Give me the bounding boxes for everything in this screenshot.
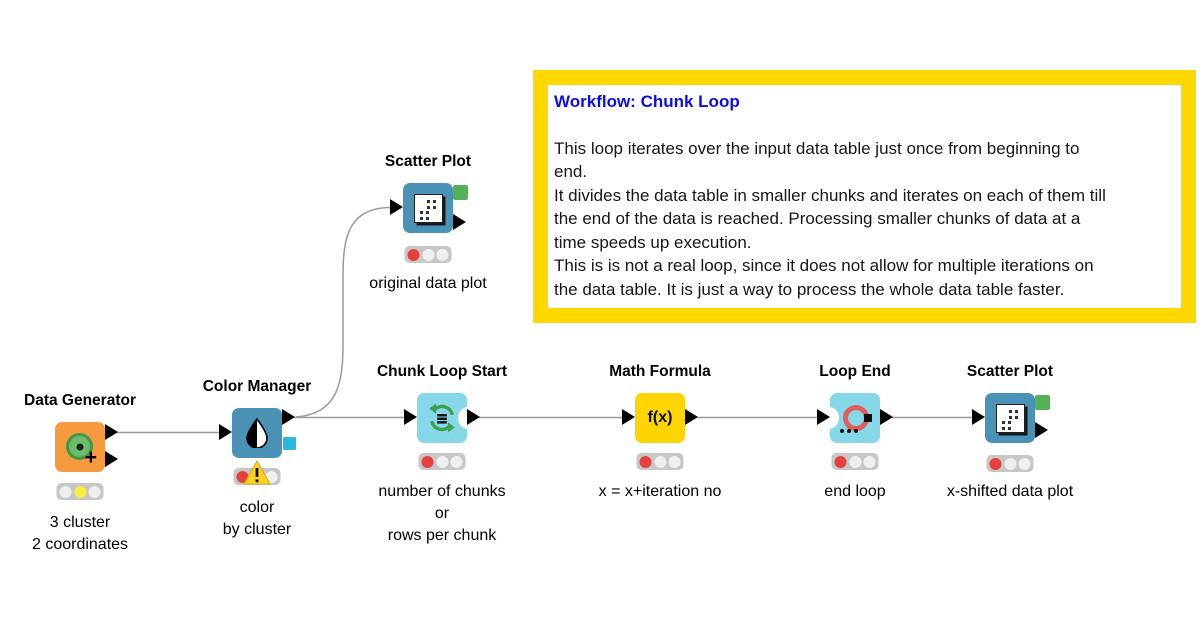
loop-start-icon [429, 403, 455, 433]
scatter-dots [1008, 409, 1012, 413]
node-label: x = x+iteration no [598, 483, 722, 500]
scatter-dots [426, 199, 430, 203]
output-port[interactable] [105, 424, 118, 440]
traffic-light [986, 455, 1034, 472]
node-label: x-shifted data plot [946, 483, 1074, 500]
input-port[interactable] [404, 409, 417, 425]
node-label: original data plot [369, 275, 487, 292]
plus-icon: + [84, 446, 97, 469]
traffic-light [404, 246, 452, 263]
annotation-title: Workflow: Chunk Loop [554, 92, 740, 111]
traffic-green-off [450, 455, 463, 468]
node-label: number of chunks or rows per chunk [378, 483, 506, 544]
traffic-green-off [88, 485, 101, 498]
workflow-annotation: Workflow: Chunk Loop This loop iterates … [533, 70, 1196, 323]
traffic-yellow-off [1004, 457, 1016, 470]
traffic-light [418, 453, 466, 470]
node-chunk-loop-start[interactable]: Chunk Loop Start number of chunks or [377, 363, 507, 544]
input-port[interactable] [390, 199, 403, 215]
node-title: Scatter Plot [966, 363, 1054, 380]
traffic-green-off [265, 470, 278, 483]
traffic-red-off [59, 485, 72, 498]
node-data-generator[interactable]: Data Generator + 3 cluster 2 coordinates [24, 392, 136, 553]
fx-icon: f(x) [647, 409, 673, 426]
node-math-formula[interactable]: Math Formula f(x) x = x+iteration no [599, 363, 722, 500]
traffic-light [831, 453, 879, 470]
output-port[interactable] [467, 409, 480, 425]
node-title: Chunk Loop Start [376, 363, 508, 380]
node-title: Data Generator [24, 392, 136, 409]
node-body[interactable]: + [55, 422, 105, 472]
loop-square-icon [864, 414, 872, 422]
cluster-ring-icon [66, 433, 93, 460]
loop-dots-icon [840, 429, 844, 433]
output-port[interactable] [880, 409, 893, 425]
node-body[interactable] [417, 393, 467, 443]
node-body[interactable]: f(x) [635, 393, 685, 443]
node-body[interactable] [403, 183, 453, 233]
traffic-yellow-off [422, 248, 434, 261]
traffic-light [636, 453, 684, 470]
traffic-green-off [668, 455, 681, 468]
traffic-yellow-off [849, 455, 861, 468]
input-port[interactable] [817, 409, 830, 425]
traffic-red-on [989, 457, 1002, 470]
traffic-yellow-off [436, 455, 448, 468]
traffic-light [56, 483, 104, 500]
node-scatter-plot-right[interactable]: Scatter Plot x-shifted data plot [947, 363, 1073, 500]
traffic-green-off [436, 248, 449, 261]
connection-colormanager-scatterplot-top[interactable] [295, 206, 392, 418]
node-label: end loop [824, 483, 886, 500]
scatter-plot-icon [413, 193, 443, 223]
traffic-yellow-on [74, 485, 86, 498]
traffic-red-on [834, 455, 847, 468]
loop-end-icon [838, 402, 872, 434]
node-scatter-plot-top[interactable]: Scatter Plot original data plot [369, 153, 486, 292]
node-body[interactable] [985, 393, 1035, 443]
node-title: Loop End [819, 363, 891, 380]
open-view-tab[interactable] [1035, 395, 1050, 410]
traffic-red-on [639, 455, 652, 468]
scatter-plot-icon [995, 403, 1025, 433]
output-port[interactable] [105, 451, 118, 467]
traffic-green-off [1018, 457, 1031, 470]
traffic-red-on [421, 455, 434, 468]
node-title: Math Formula [609, 363, 711, 380]
node-title: Color Manager [202, 378, 312, 395]
data-generator-icon: + [64, 431, 97, 468]
traffic-red-on [236, 470, 249, 483]
node-body[interactable] [830, 393, 880, 443]
traffic-red-on [407, 248, 420, 261]
node-label: color by cluster [222, 499, 292, 538]
output-port[interactable] [685, 409, 698, 425]
traffic-green-off [863, 455, 876, 468]
color-model-port[interactable] [283, 437, 296, 450]
traffic-yellow-off [654, 455, 666, 468]
output-port[interactable] [453, 214, 466, 230]
node-title: Scatter Plot [384, 153, 472, 170]
output-port[interactable] [282, 409, 295, 425]
node-body[interactable] [232, 408, 282, 458]
input-port[interactable] [972, 409, 985, 425]
node-color-manager[interactable]: Color Manager color by cluster [203, 378, 312, 538]
color-drop-icon [246, 418, 268, 448]
input-port[interactable] [622, 409, 635, 425]
output-port[interactable] [1035, 422, 1048, 438]
node-label: 3 cluster 2 coordinates [31, 514, 129, 553]
annotation-body: This loop iterates over the input data t… [554, 138, 1106, 299]
input-port[interactable] [219, 424, 232, 440]
node-loop-end[interactable]: Loop End end loop [817, 363, 893, 500]
open-view-tab[interactable] [453, 185, 468, 200]
warning-icon [243, 460, 271, 485]
